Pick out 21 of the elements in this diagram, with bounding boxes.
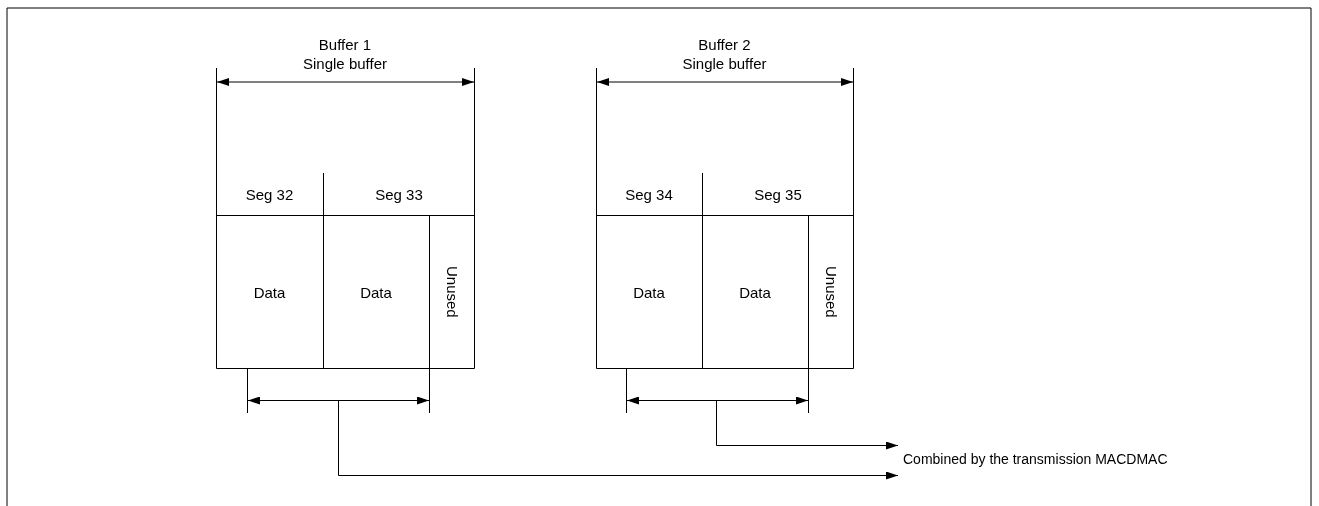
buffer-title: Buffer 1 (317, 36, 373, 54)
data-label: Data (253, 283, 286, 301)
buffer-title: Buffer 2 (697, 36, 752, 54)
segment-label: Seg 34 (625, 185, 673, 203)
data-label: Data (739, 283, 771, 301)
buffer-size-label: Single buffer (302, 55, 388, 73)
arrow (716, 400, 899, 450)
segment-label: Seg 35 (754, 185, 802, 203)
segment-cell (596, 173, 703, 216)
arrow (338, 400, 899, 480)
unused-label: Unused (822, 266, 840, 318)
data-label: Data (360, 283, 392, 301)
data-label: Data (633, 283, 665, 301)
segment-cell (216, 173, 324, 216)
segment-label: Seg 32 (245, 185, 294, 203)
buffer-box (216, 38, 475, 369)
segment-label: Seg 33 (375, 185, 423, 203)
buffer-size-label: Single buffer (681, 55, 768, 73)
buffer-box (596, 38, 854, 369)
note-text: Combined by the transmission MACDMAC (902, 451, 1168, 467)
unused-label: Unused (443, 266, 461, 318)
